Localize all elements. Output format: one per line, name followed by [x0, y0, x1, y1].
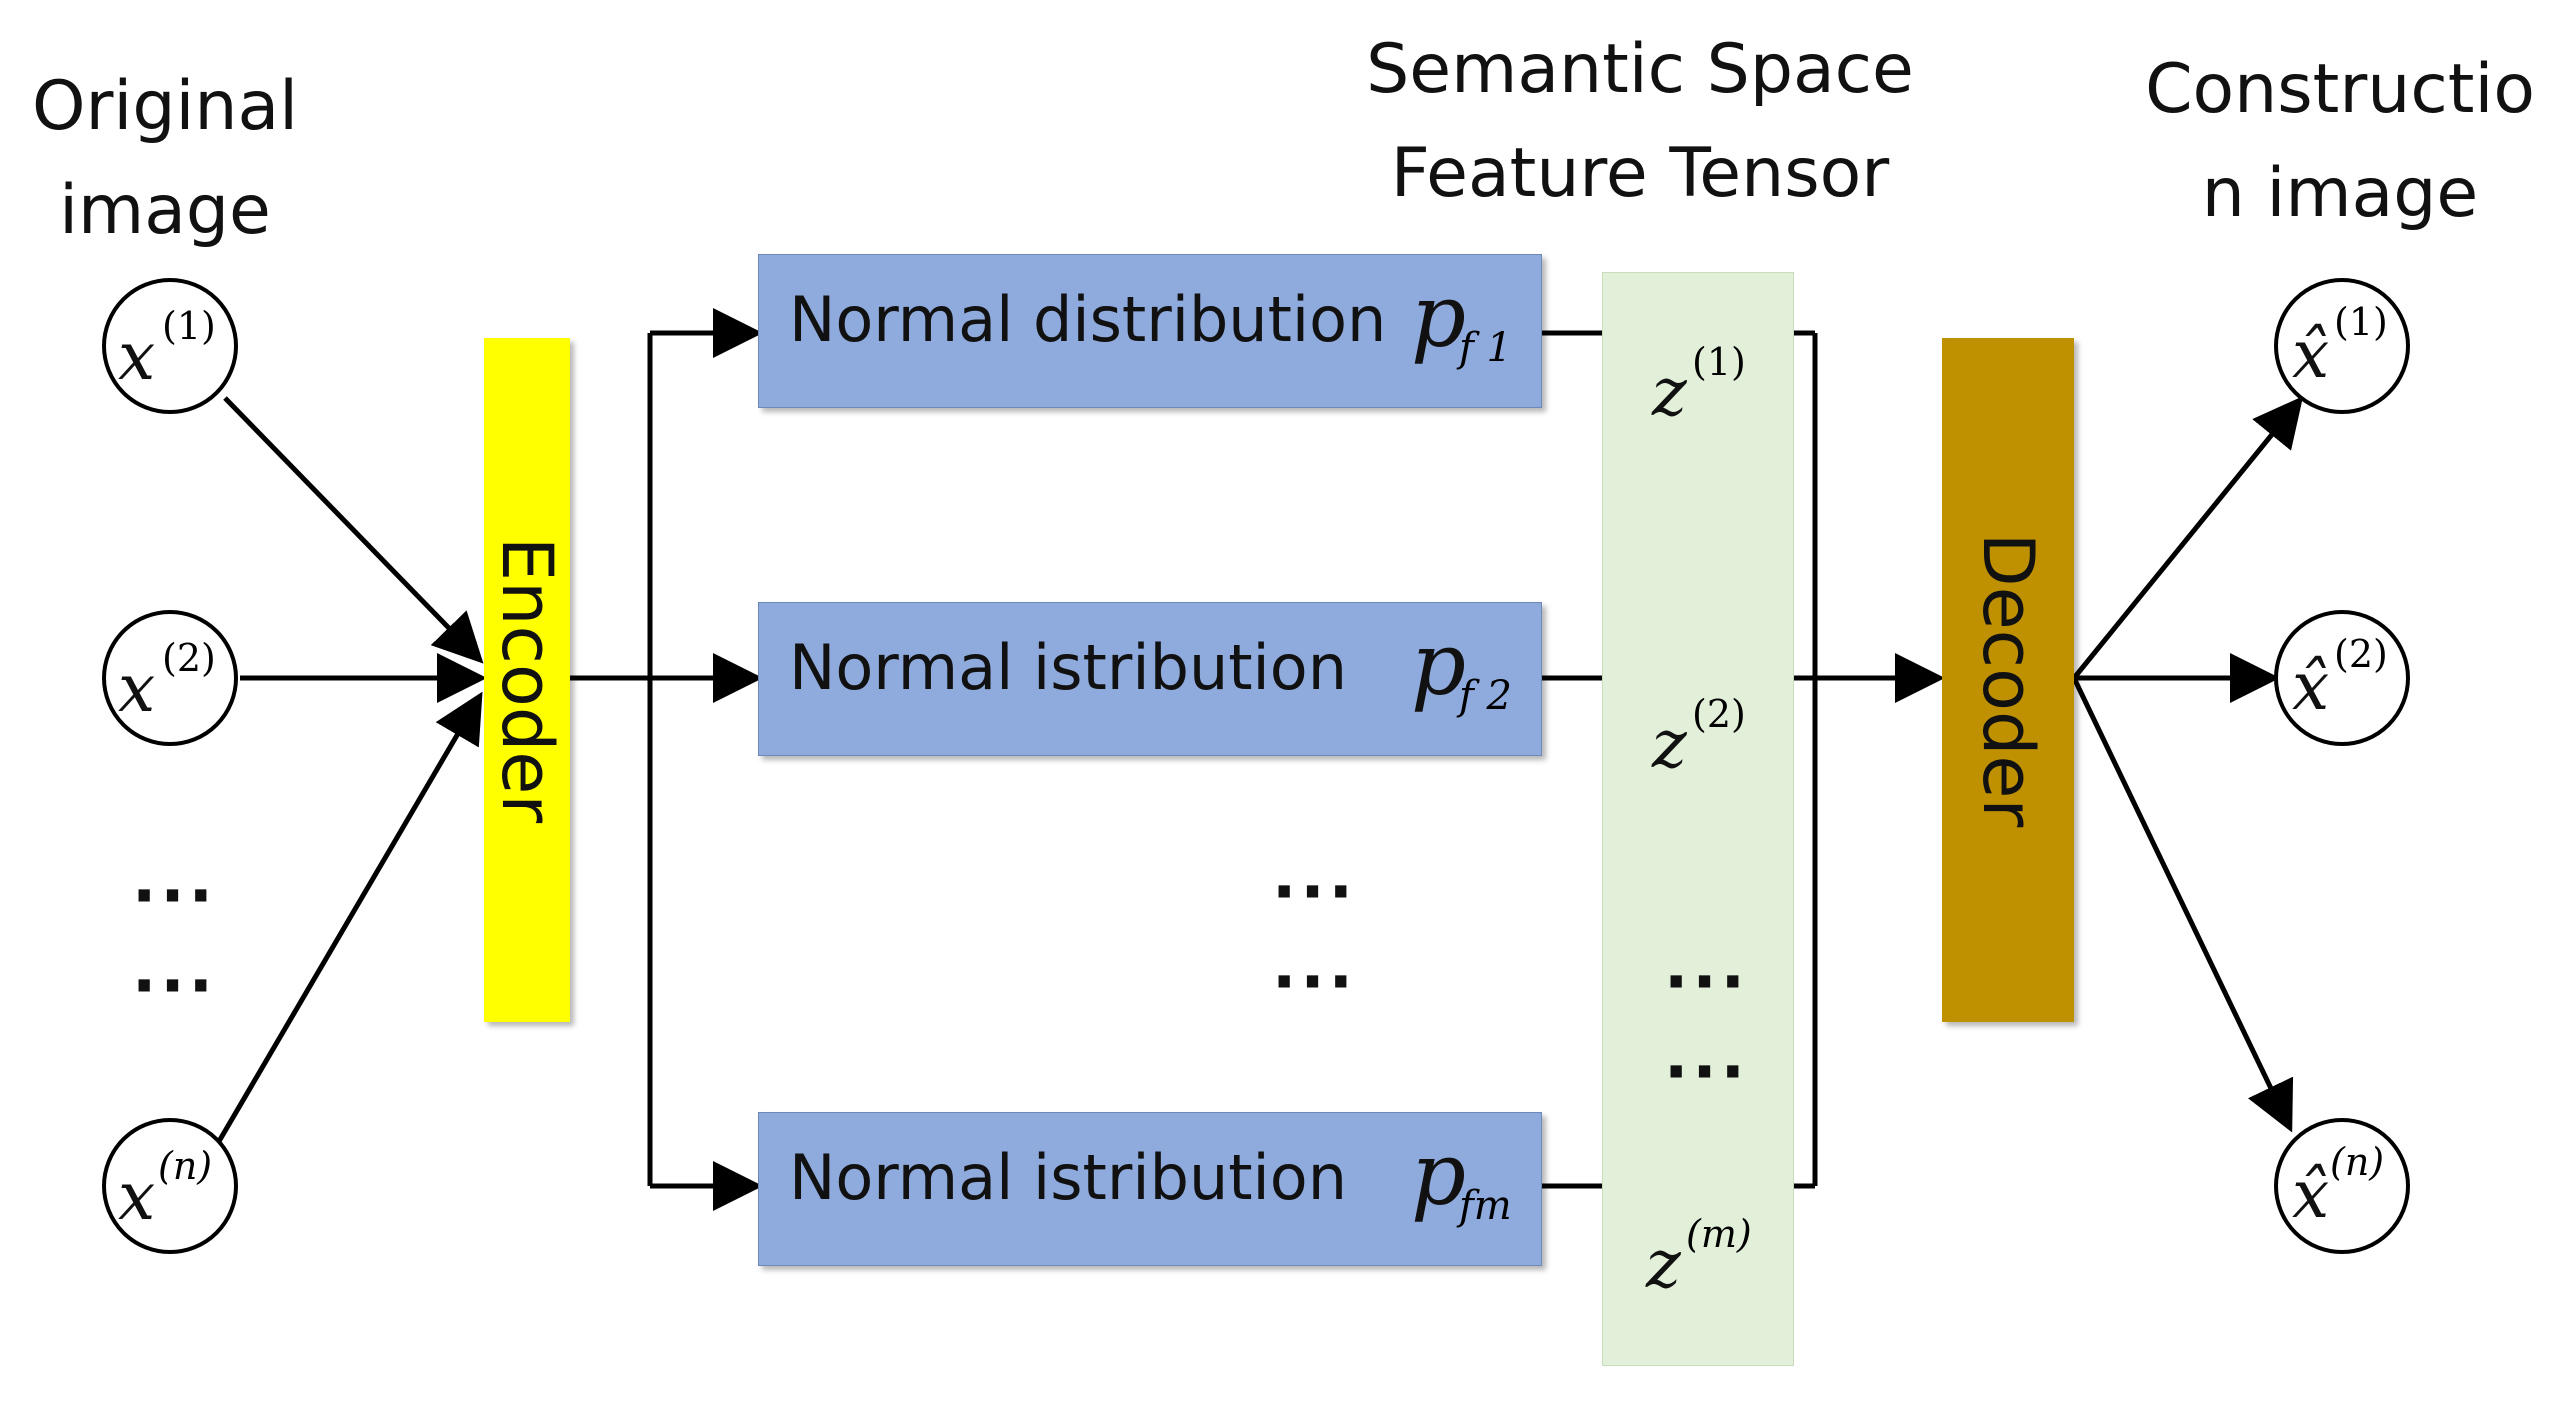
- original-image-label: Original image: [0, 55, 330, 263]
- distribution-1-p: p: [1411, 267, 1467, 367]
- output-1-sup: (1): [2334, 300, 2388, 344]
- latent-2-sup: (2): [1692, 692, 1746, 736]
- output-n-arrow: [2071, 676, 2294, 1133]
- latent-ellipsis-1: ···: [1664, 946, 1749, 1020]
- input-n-sup: (n): [158, 1144, 213, 1188]
- output-n-var: x̂: [2292, 1156, 2330, 1233]
- encoder-block: Encoder: [484, 338, 570, 1022]
- output-2-sup: (2): [2334, 632, 2388, 676]
- input-n-arrow: [215, 691, 483, 1145]
- semantic-space-label: Semantic Space Feature Tensor: [1320, 18, 1960, 226]
- original-image-label-line-1: Original: [31, 67, 299, 146]
- feature-tensor-panel: [1602, 272, 1794, 1366]
- distribution-ellipsis-1: ···: [1272, 856, 1357, 930]
- distribution-ellipsis-2: ···: [1272, 946, 1357, 1020]
- distribution-m-p: p: [1411, 1125, 1467, 1225]
- distribution-2-p: p: [1411, 615, 1467, 715]
- semantic-space-label-line-1: Semantic Space: [1366, 30, 1914, 109]
- distribution-m-sub: fm: [1459, 1183, 1512, 1229]
- decoder-block: Decoder: [1942, 338, 2074, 1022]
- input-n-var: x: [118, 1158, 156, 1235]
- original-image-label-line-2: image: [59, 171, 271, 250]
- input-2-var: x: [118, 650, 156, 727]
- latent-2-var: z: [1652, 706, 1687, 783]
- latent-ellipsis-2: ···: [1664, 1036, 1749, 1110]
- distribution-box-1: Normal distribution p f 1: [758, 254, 1542, 408]
- distribution-box-2: Normal istribution p f 2: [758, 602, 1542, 756]
- input-1-arrow: [223, 396, 484, 664]
- output-1-arrow: [2072, 396, 2304, 680]
- output-n-sup: (n): [2330, 1140, 2385, 1184]
- decoder-label: Decoder: [1967, 532, 2049, 828]
- input-ellipsis-1: ···: [132, 860, 217, 934]
- construction-image-label: Constructio n image: [2120, 38, 2560, 246]
- distribution-2-sub: f 2: [1459, 673, 1512, 719]
- distribution-1-text: Normal distribution: [789, 283, 1387, 356]
- input-1-var: x: [118, 318, 156, 395]
- input-ellipsis-2: ···: [132, 950, 217, 1024]
- input-1-sup: (1): [162, 304, 216, 348]
- input-2-sup: (2): [162, 636, 216, 680]
- latent-m-sup: (m): [1686, 1212, 1752, 1256]
- semantic-space-label-line-2: Feature Tensor: [1390, 134, 1890, 213]
- distribution-m-text: Normal istribution: [789, 1141, 1347, 1214]
- latent-m-var: z: [1646, 1226, 1681, 1303]
- construction-image-label-line-1: Constructio: [2145, 50, 2535, 129]
- latent-1-var: z: [1652, 354, 1687, 431]
- latent-1-sup: (1): [1692, 340, 1746, 384]
- construction-image-label-line-2: n image: [2201, 154, 2479, 233]
- output-1-var: x̂: [2292, 316, 2330, 393]
- distribution-1-sub: f 1: [1459, 325, 1512, 371]
- output-2-var: x̂: [2292, 648, 2330, 725]
- distribution-2-text: Normal istribution: [789, 631, 1347, 704]
- encoder-label: Encoder: [486, 536, 568, 824]
- distribution-box-m: Normal istribution p fm: [758, 1112, 1542, 1266]
